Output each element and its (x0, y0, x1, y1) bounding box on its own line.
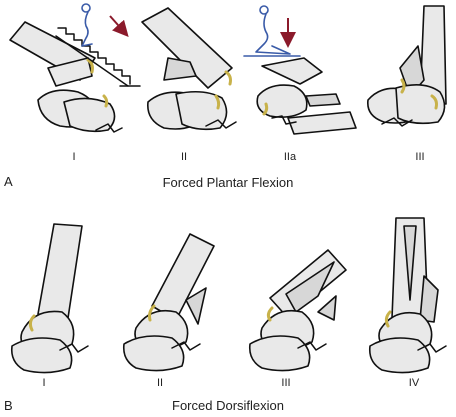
ligament-mark (400, 78, 406, 94)
tibia-bone (151, 233, 215, 321)
fibula-fragment (285, 261, 335, 313)
stair-rail (55, 35, 129, 87)
stage-label: IIa (284, 151, 297, 163)
stick-figure-icon (81, 11, 93, 47)
talus-bone (256, 84, 308, 118)
calcaneus-bone (395, 84, 446, 125)
ligament-mark (86, 58, 94, 74)
panel-a: I II IIa (4, 3, 447, 190)
ligament-mark (148, 304, 156, 322)
fibula-fragment (185, 287, 207, 325)
calcaneus-bone (10, 337, 73, 374)
panel-caption: Forced Dorsiflexion (172, 398, 284, 413)
ligament-mark (224, 70, 232, 86)
midfoot-outline (271, 115, 297, 125)
tibia-bone (37, 223, 83, 319)
ligament-mark (28, 314, 36, 332)
stick-figure-icon (81, 3, 91, 13)
ligament-mark (102, 94, 109, 108)
panel-caption: Forced Plantar Flexion (163, 175, 294, 190)
ligament-mark (430, 94, 438, 110)
fibula-fragment (419, 275, 439, 323)
stage-label: IV (409, 377, 420, 389)
stage-label: I (42, 377, 45, 389)
midfoot-outline (205, 119, 237, 129)
ligament-mark (262, 102, 269, 116)
panel-a-stage-2: II (141, 7, 237, 163)
panel-a-stage-3: III (367, 5, 447, 163)
fracture-fragment (305, 93, 341, 107)
panel-a-stage-1: I (9, 3, 141, 163)
stick-figure-icon (255, 13, 291, 55)
calcaneus-bone (122, 335, 185, 372)
panel-letter: A (4, 174, 13, 189)
midfoot-outline (95, 123, 123, 133)
panel-b-stage-2: II (122, 233, 215, 389)
panel-b-stage-4: IV (368, 217, 447, 389)
midfoot-outline (59, 343, 89, 353)
calcaneus-bone (63, 97, 116, 133)
ligament-mark (384, 310, 392, 328)
midfoot-outline (297, 341, 327, 351)
calcaneus-bone (368, 337, 431, 374)
midfoot-outline (417, 343, 447, 353)
stage-label: III (415, 151, 424, 163)
fracture-fragment (317, 295, 337, 321)
metatarsal-bone (287, 111, 357, 135)
arrow-icon (109, 15, 129, 37)
calcaneus-bone (175, 90, 228, 131)
talus-dome (261, 57, 323, 85)
talus-dome (47, 57, 93, 87)
calcaneus-bone (248, 335, 311, 372)
ligament-mark (214, 94, 221, 110)
fibula-fragment (163, 57, 197, 81)
panel-letter: B (4, 398, 13, 413)
midfoot-outline (171, 341, 201, 351)
stage-label: II (181, 151, 187, 163)
panel-b-stage-3: III (248, 249, 347, 389)
panel-b-stage-1: I (10, 223, 89, 389)
staircase (57, 27, 131, 85)
panel-a-stage-2a: IIa (243, 5, 357, 163)
stick-figure-icon (259, 5, 269, 15)
stage-label: III (281, 377, 290, 389)
panel-b: I II III (4, 217, 447, 413)
stage-label: II (157, 377, 163, 389)
fracture-fragment (403, 225, 417, 301)
ligament-mark (266, 306, 274, 322)
stage-label: I (72, 151, 75, 163)
midfoot-outline (381, 117, 413, 127)
